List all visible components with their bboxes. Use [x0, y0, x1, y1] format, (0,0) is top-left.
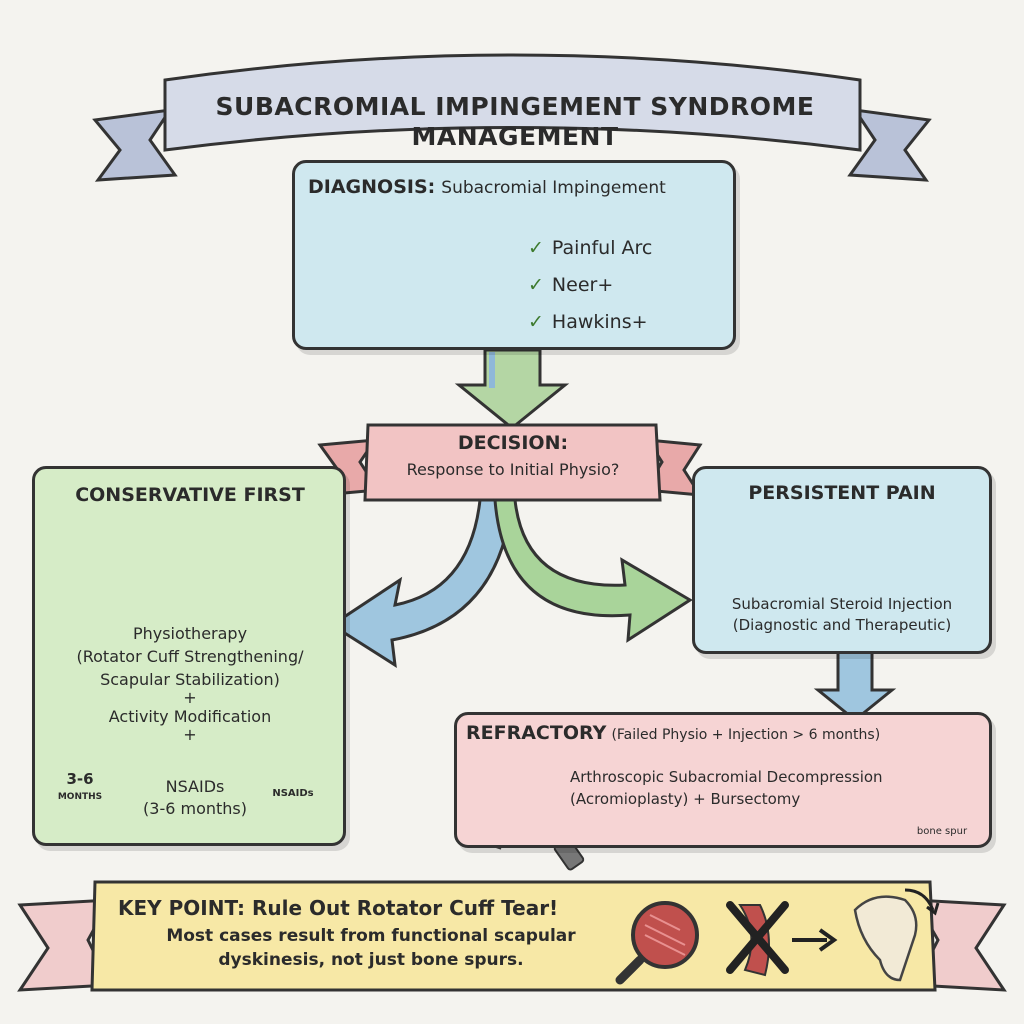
arrow-persistent-to-refractory: [813, 648, 897, 722]
persistent-treatment-note: (Diagnostic and Therapeutic): [732, 616, 952, 634]
decision-label: DECISION:: [457, 432, 569, 454]
crossed-muscle-icon: [726, 901, 789, 977]
check-icon: ✓: [528, 311, 544, 333]
refractory-procedure: Arthroscopic Subacromial Decompression: [570, 768, 883, 786]
arrow-diagnosis-to-decision: [454, 348, 570, 430]
persistent-pain-box: [692, 466, 992, 654]
arrow-decision-to-persistent: [493, 498, 693, 643]
title-ribbon: [92, 53, 932, 182]
refractory-box: [454, 712, 992, 848]
diagnosis-heading: DIAGNOSIS:: [308, 176, 436, 198]
conservative-nsaids: NSAIDs: [165, 777, 225, 796]
conservative-duration: (3-6 months): [143, 799, 247, 818]
pill-bottle-label: NSAIDs: [272, 788, 314, 799]
check-icon: ✓: [528, 237, 544, 259]
clock-label-bottom: MONTHS: [57, 792, 103, 802]
decision-ribbon: [317, 423, 703, 502]
clock-label-top: 3-6: [66, 770, 94, 788]
diagnosis-signs-list: ✓Painful Arc ✓Neer+ ✓Hawkins+: [528, 230, 728, 341]
refractory-procedure-detail: (Acromioplasty) + Bursectomy: [570, 790, 801, 808]
magnifier-muscle-icon: [615, 901, 699, 985]
arrow-right-icon: [792, 928, 838, 952]
refractory-criteria: (Failed Physio + Injection > 6 months): [611, 727, 881, 743]
conservative-text: Physiotherapy (Rotator Cuff Strengthenin…: [76, 624, 304, 744]
bone-spur-label: bone spur: [916, 826, 968, 837]
persistent-treatment: Subacromial Steroid Injection: [731, 595, 953, 613]
page-title: SUBACROMIAL IMPINGEMENT SYNDROME MANAGEM…: [215, 92, 815, 151]
arrow-decision-to-conservative: [329, 498, 514, 668]
diagnosis-subheading: Subacromial Impingement: [441, 178, 666, 198]
check-icon: ✓: [528, 274, 544, 296]
sign-item: ✓Painful Arc: [528, 237, 653, 259]
diagnosis-box: [292, 160, 736, 350]
scapula-icon: [853, 888, 940, 982]
persistent-heading: PERSISTENT PAIN: [748, 482, 936, 504]
key-point-ribbon: [17, 880, 1007, 992]
refractory-heading: REFRACTORY: [466, 722, 607, 744]
sign-item: ✓Hawkins+: [528, 311, 648, 333]
conservative-box: [32, 466, 346, 846]
key-point-text-2: dyskinesis, not just bone spurs.: [218, 950, 524, 970]
sign-item: ✓Neer+: [528, 274, 614, 296]
conservative-heading: CONSERVATIVE FIRST: [75, 484, 305, 506]
decision-question: Response to Initial Physio?: [406, 460, 620, 479]
key-point-title: KEY POINT: Rule Out Rotator Cuff Tear!: [118, 896, 559, 920]
diagnosis-heading-row: DIAGNOSIS: Subacromial Impingement: [308, 176, 728, 198]
key-point-text-1: Most cases result from functional scapul…: [166, 926, 576, 946]
refractory-heading-row: REFRACTORY (Failed Physio + Injection > …: [466, 722, 986, 744]
